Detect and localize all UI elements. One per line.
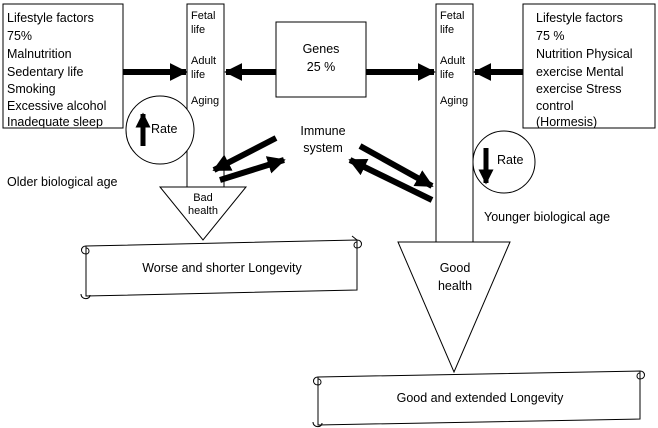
left-lifestyle-box <box>2 3 124 129</box>
immune-label: Immune <box>300 124 345 138</box>
left-lifestyle-line: Lifestyle factors <box>7 11 94 25</box>
left-column-label: Aging <box>191 95 219 107</box>
good-health-label: health <box>438 279 472 293</box>
left-column-label: Fetal <box>191 10 215 22</box>
left-lifestyle-line: Inadequate sleep <box>7 115 103 129</box>
right-lifestyle-box <box>522 3 656 129</box>
right-lifestyle-line: 75 % <box>536 29 565 43</box>
left-lifestyle-line: Sedentary life <box>7 65 83 79</box>
genes-value: 25 % <box>307 60 336 74</box>
right-lifestyle-line: (Hormesis) <box>536 115 597 129</box>
scroll-left <box>80 235 362 300</box>
left-lifestyle-line: Malnutrition <box>7 47 72 61</box>
bad-health-triangle <box>158 186 248 241</box>
immune-label: system <box>303 141 343 155</box>
left-lifestyle-line: Smoking <box>7 82 56 96</box>
arrow-left-column-to-immune-icon <box>219 156 286 183</box>
right-lifestyle-line: exercise Mental <box>536 65 624 79</box>
right-column-label: life <box>440 24 454 36</box>
genes-title: Genes <box>303 42 340 56</box>
right-lifestyle-line: exercise Stress <box>536 82 621 96</box>
arrow-right-column-to-immune-icon <box>348 157 434 203</box>
right-lifestyle-line: Nutrition Physical <box>536 47 633 61</box>
right-life-column <box>435 3 474 243</box>
good-health-triangle <box>397 241 511 374</box>
left-lifestyle-line: Excessive alcohol <box>7 99 106 113</box>
right-column-label: life <box>440 69 454 81</box>
left-lifestyle-line: 75% <box>7 29 32 43</box>
bad-health-label: health <box>188 205 218 217</box>
right-column-label: Adult <box>440 55 465 67</box>
right-lifestyle-line: Lifestyle factors <box>536 11 623 25</box>
right-column-label: Aging <box>440 95 468 107</box>
younger-age-label: Younger biological age <box>484 210 610 224</box>
scroll-right <box>312 370 645 428</box>
left-column-label: life <box>191 69 205 81</box>
left-column-label: life <box>191 24 205 36</box>
arrow-immune-to-right-column-icon <box>358 143 434 189</box>
older-age-label: Older biological age <box>7 175 118 189</box>
bad-health-label: Bad <box>193 192 213 204</box>
rate-right-label: Rate <box>497 153 523 167</box>
arrow-immune-to-left-column-icon <box>212 135 278 173</box>
right-lifestyle-line: control <box>536 99 574 113</box>
rate-left-label: Rate <box>151 122 177 136</box>
genes-box <box>275 21 367 98</box>
scroll-left-text: Worse and shorter Longevity <box>142 261 302 275</box>
good-health-label: Good <box>440 261 471 275</box>
left-column-label: Adult <box>191 55 216 67</box>
right-column-label: Fetal <box>440 10 464 22</box>
scroll-right-text: Good and extended Longevity <box>397 391 565 405</box>
